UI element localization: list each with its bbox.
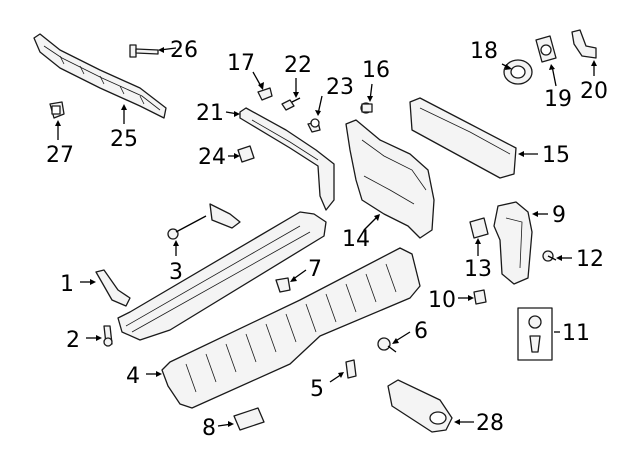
callout-10: 10 [428, 288, 456, 313]
part-12-bolt [542, 250, 557, 262]
callout-18: 18 [470, 39, 498, 64]
callout-26: 26 [170, 38, 198, 63]
part-6-bolt [377, 337, 397, 353]
callout-8: 8 [202, 416, 216, 441]
leader-lines [55, 47, 597, 427]
part-13-push-pin [469, 217, 489, 239]
callout-23: 23 [326, 75, 354, 100]
part-14-side-bracket [345, 119, 435, 239]
part-15-side-rail [409, 97, 517, 179]
part-3-stud [167, 215, 207, 240]
callout-5: 5 [310, 377, 324, 402]
callout-12: 12 [576, 247, 604, 272]
callout-15: 15 [542, 143, 570, 168]
callout-27: 27 [46, 143, 74, 168]
callout-3: 3 [169, 260, 183, 285]
part-18-grommet [503, 59, 533, 85]
callout-24: 24 [198, 145, 226, 170]
part-20-bracket [571, 29, 597, 59]
part-23-screw [307, 118, 321, 133]
callout-16: 16 [362, 58, 390, 83]
callout-6: 6 [414, 319, 428, 344]
part-17-push-pin [257, 87, 273, 101]
callout-14: 14 [342, 227, 370, 252]
callout-19: 19 [544, 87, 572, 112]
part-24-clip [237, 145, 255, 163]
part-21-bracket [239, 107, 335, 211]
callout-7: 7 [308, 257, 322, 282]
part-26-bolt [129, 44, 159, 58]
part-16-bolt [360, 102, 373, 114]
part-8-trim [233, 407, 265, 431]
callout-labels: 26 25 27 17 22 23 16 21 24 14 15 18 19 2… [46, 38, 608, 441]
callout-13: 13 [464, 257, 492, 282]
callout-22: 22 [284, 53, 312, 78]
part-10-clip [473, 289, 487, 305]
callout-21: 21 [196, 101, 224, 126]
callout-1: 1 [60, 272, 74, 297]
part-28-hitch-step [387, 379, 453, 433]
part-1-bumper-bar [95, 203, 327, 341]
part-11-hardware-kit [517, 307, 553, 361]
part-19-retainer [535, 35, 557, 63]
part-9-end-bracket [493, 201, 533, 285]
part-7-push-pin [275, 277, 291, 293]
callout-28: 28 [476, 411, 504, 436]
callout-2: 2 [66, 328, 80, 353]
callout-20: 20 [580, 79, 608, 104]
callout-9: 9 [552, 203, 566, 228]
callout-11: 11 [562, 321, 590, 346]
part-25-reinforcement-strip [33, 33, 167, 119]
part-2-bolt [103, 325, 113, 347]
callout-17: 17 [227, 51, 255, 76]
part-5-push-pin [345, 359, 357, 379]
callout-25: 25 [110, 127, 138, 152]
part-22-screw [281, 97, 301, 111]
part-4-step-pad [161, 247, 421, 409]
callout-4: 4 [126, 364, 140, 389]
part-27-clip [49, 101, 65, 119]
